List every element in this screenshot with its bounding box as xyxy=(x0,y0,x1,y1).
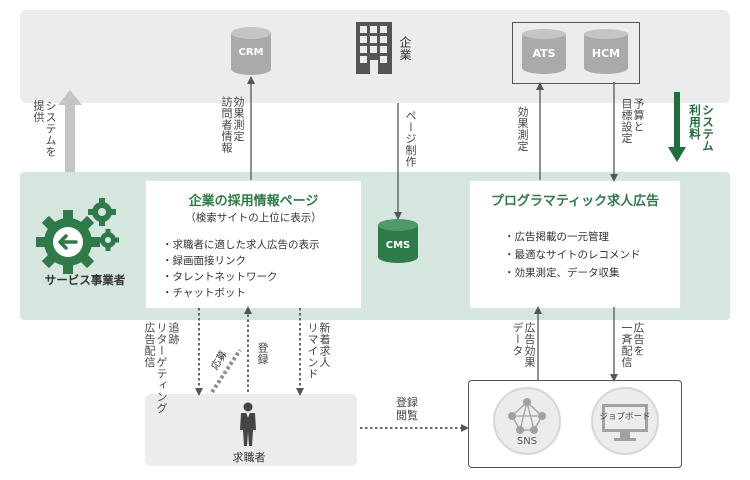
hcm-database-icon xyxy=(584,29,628,74)
programmatic-bullet: ・最適なサイトのレコメンド xyxy=(504,249,641,261)
crm-flow-label: 効果測定 訪問者情報 xyxy=(220,96,245,154)
career-page-subtitle: （検索サイトの上位に表示） xyxy=(185,212,322,224)
service-provider-gear-icon xyxy=(36,198,119,274)
career-page-box: 企業の採用情報ページ （検索サイトの上位に表示） ・求職者に適した求人広告の表示… xyxy=(145,180,362,309)
programmatic-ads-box: プログラマティック求人広告 ・広告掲載の一元管理 ・最適なサイトのレコメンド ・… xyxy=(469,180,681,309)
service-provider-label: サービス事業者 xyxy=(44,273,126,287)
page-production-label: ページ制作 xyxy=(404,110,417,168)
jobboard-label: ジョブボード xyxy=(599,412,651,422)
hcm-label: HCM xyxy=(591,47,621,60)
jobboard-monitor-icon xyxy=(591,387,659,455)
system-provide-label: システムを 提供 xyxy=(32,100,57,158)
ats-label: ATS xyxy=(532,47,556,60)
crm-database-icon xyxy=(231,27,271,75)
programmatic-title: プログラマティック求人広告 xyxy=(490,194,660,209)
usage-fee-label: システム 利用料 xyxy=(688,104,715,152)
company-label: 企業 xyxy=(398,36,412,61)
register-label: 登録 xyxy=(256,342,269,365)
register-browse-label: 登録 閲覧 xyxy=(396,396,418,422)
career-page-bullet: ・録画面接リンク xyxy=(162,255,246,267)
ad-data-label: 広告効果 データ xyxy=(511,322,536,368)
programmatic-bullet: ・効果測定、データ収集 xyxy=(504,267,620,279)
usage-fee-arrow xyxy=(668,92,686,162)
building-icon xyxy=(356,22,392,74)
cms-label: CMS xyxy=(385,240,411,251)
jobseeker-person-icon xyxy=(240,402,256,446)
crm-label: CRM xyxy=(238,47,264,58)
career-page-bullet: ・チャットボット xyxy=(162,287,246,299)
ats-database-icon xyxy=(522,29,566,74)
career-page-bullet: ・タレントネットワーク xyxy=(162,271,278,283)
system-provide-arrow xyxy=(58,90,82,172)
apply-arrow xyxy=(210,348,242,394)
programmatic-bullet: ・広告掲載の一元管理 xyxy=(504,231,609,243)
sns-network-icon xyxy=(493,387,561,455)
budget-flow-label: 予算と 目標設定 xyxy=(620,98,645,144)
jobseeker-label: 求職者 xyxy=(232,451,266,464)
ats-flow-label: 効果測定 xyxy=(516,106,529,152)
tracking-label: 追跡 リターゲティング 広告配信 xyxy=(143,322,180,414)
career-page-title: 企業の採用情報ページ xyxy=(188,194,319,209)
ad-delivery-label: 広告を 一斉配信 xyxy=(620,322,645,368)
cms-database-icon xyxy=(378,219,418,263)
career-page-bullet: ・求職者に適した求人広告の表示 xyxy=(162,239,320,251)
sns-label: SNS xyxy=(516,436,538,447)
remind-label: 新着求人 リマインド xyxy=(306,322,331,380)
